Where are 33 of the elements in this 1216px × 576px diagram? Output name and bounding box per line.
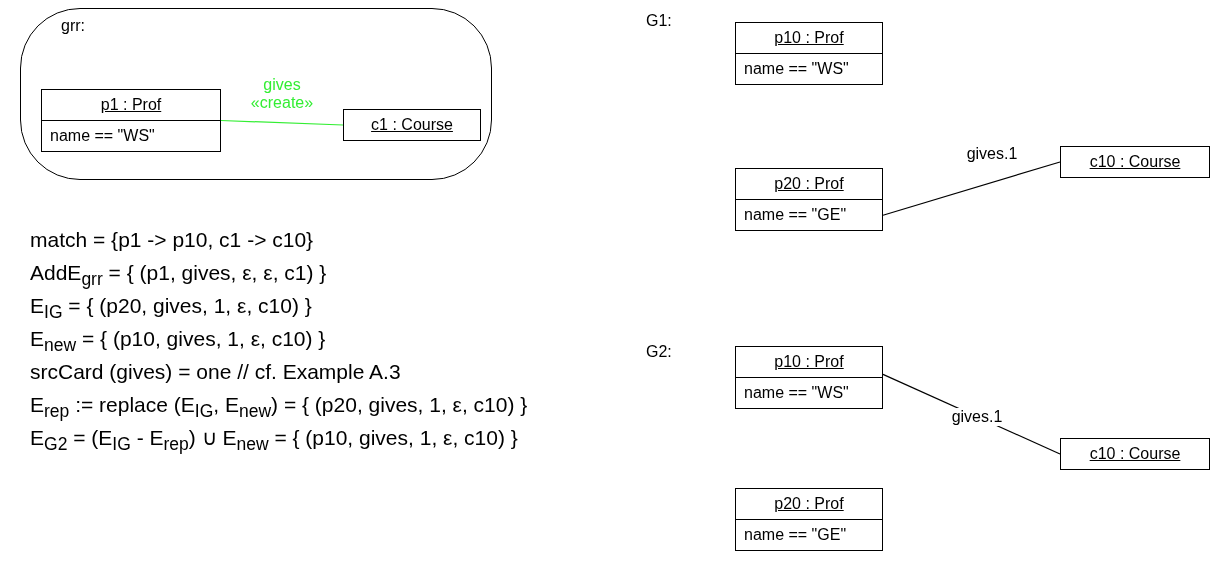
attribute-constraint: name == "WS" xyxy=(736,53,882,84)
object-box xyxy=(735,488,883,551)
object-name: c10 : Course xyxy=(1088,444,1182,464)
object-box xyxy=(735,346,883,409)
object-name: p10 : Prof xyxy=(773,352,845,372)
object-box xyxy=(1060,146,1210,178)
attribute-constraint: name == "GE" xyxy=(736,199,882,230)
attribute-constraint: name == "WS" xyxy=(736,377,882,408)
object-name: p20 : Prof xyxy=(773,174,845,194)
object-box xyxy=(735,168,883,231)
object-box xyxy=(1060,438,1210,470)
formula-line: E$_{new}$ = { (p10, gives, 1, ε, c10) } xyxy=(30,327,326,357)
object-box xyxy=(41,89,221,152)
formula-line: E$_{G2}$ = (E$_{IG}$ - E$_{rep}$) ∪ E$_{new}$ = { (p10, gives, 1, ε, c10) } xyxy=(30,426,518,456)
object-name: p1 : Prof xyxy=(99,95,163,115)
formula-line: AddE$_{grr}$ = { (p1, gives, ε, ε, c1) } xyxy=(30,261,327,291)
object-name: c1 : Course xyxy=(370,115,454,135)
formula-line: match = {p1 -> p10, c1 -> c10} xyxy=(30,228,314,252)
rule-name: grr: xyxy=(61,17,85,35)
object-name: p10 : Prof xyxy=(773,28,845,48)
object-box xyxy=(735,22,883,85)
object-name: p20 : Prof xyxy=(773,494,845,514)
object-box xyxy=(343,109,481,141)
connector-line xyxy=(882,161,1061,216)
formula-line: srcCard (gives) = one // cf. Example A.3 xyxy=(30,360,401,384)
connector-line xyxy=(220,119,344,126)
object-name: c10 : Course xyxy=(1088,152,1182,172)
attribute-constraint: name == "WS" xyxy=(42,120,220,151)
graph-name: G2: xyxy=(646,343,672,361)
attribute-constraint: name == "GE" xyxy=(736,519,882,550)
graph-name: G1: xyxy=(646,12,672,30)
formula-line: E$_{IG}$ = { (p20, gives, 1, ε, c10) } xyxy=(30,294,312,324)
formula-line: E$_{rep}$ := replace (E$_{IG}$, E$_{new}$) = { (p20, gives, 1, ε, c10) } xyxy=(30,393,528,423)
